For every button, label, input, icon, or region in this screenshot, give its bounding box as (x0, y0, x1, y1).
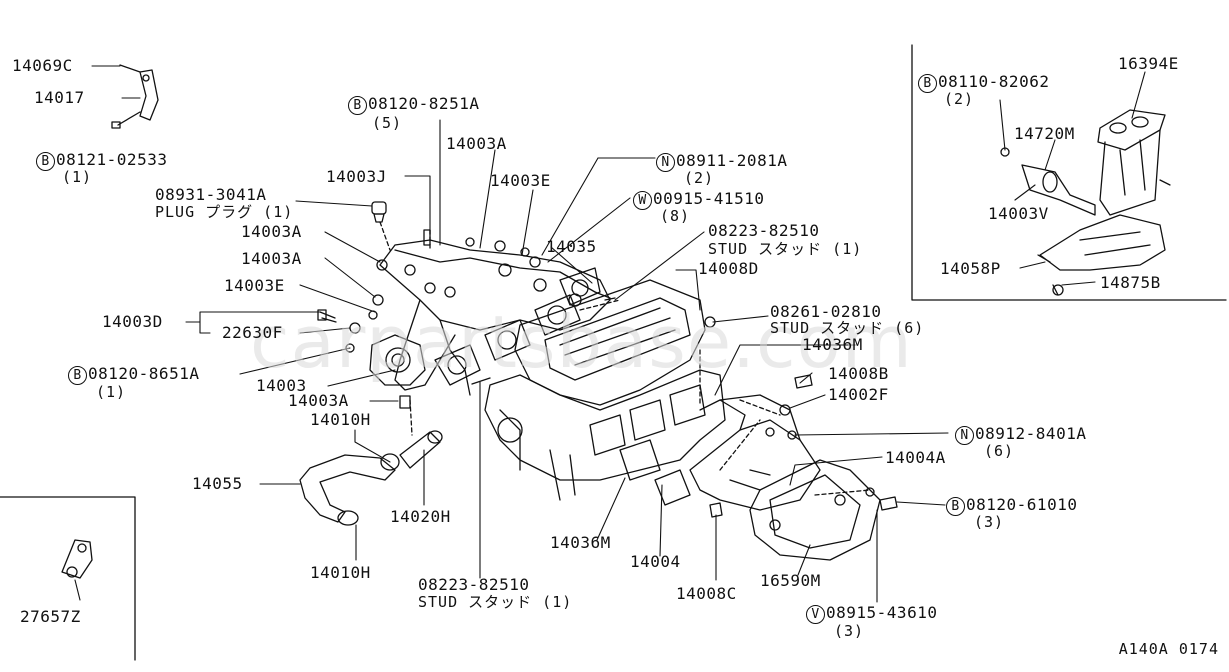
qty-00915: (8) (660, 207, 691, 225)
b-circle-icon: B (348, 96, 367, 115)
label-14020h[interactable]: 14020H (390, 507, 451, 526)
label-stud-bottom: STUD スタッド (1) (418, 593, 573, 611)
n-circle-icon: N (955, 426, 974, 445)
label-16590m[interactable]: 16590M (760, 571, 821, 590)
qty-08121: (1) (62, 168, 93, 186)
label-14003j[interactable]: 14003J (326, 167, 387, 186)
label-08223-82510-top[interactable]: 08223-82510 (708, 221, 820, 240)
qty-08120-8651a: (1) (96, 383, 127, 401)
label-22630f[interactable]: 22630F (222, 323, 283, 342)
label-14003a-3[interactable]: 14003A (241, 249, 302, 268)
v-circle-icon: V (806, 605, 825, 624)
label-08931-3041a[interactable]: 08931-3041A (155, 185, 267, 204)
manifold-ports-drawing (434, 267, 601, 386)
bracket-14017-drawing (111, 64, 159, 129)
label-08261-02810[interactable]: 08261-02810 (770, 302, 882, 321)
label-14003a-2[interactable]: 14003A (241, 222, 302, 241)
label-14003a-4[interactable]: 14003A (288, 391, 349, 410)
watermark-text: carpartsbase.com (250, 300, 913, 384)
qty-08915: (3) (834, 622, 865, 640)
label-08223-82510-bottom[interactable]: 08223-82510 (418, 575, 530, 594)
label-14008c[interactable]: 14008C (676, 584, 737, 603)
label-stud-6: STUD スタッド (6) (770, 319, 925, 337)
b-circle-icon: B (918, 74, 937, 93)
bracket-27657z-drawing (61, 539, 93, 579)
label-14008d[interactable]: 14008D (698, 259, 759, 278)
label-plug: PLUG プラグ (1) (155, 203, 294, 221)
label-14010h-bottom[interactable]: 14010H (310, 563, 371, 582)
b-circle-icon: B (946, 497, 965, 516)
label-27657z[interactable]: 27657Z (20, 607, 81, 626)
qty-08120-8251a: (5) (372, 114, 403, 132)
label-14008b[interactable]: 14008B (828, 364, 889, 383)
thermostat-housing-drawing (369, 334, 426, 386)
b-circle-icon: B (36, 152, 55, 171)
cylinder-head-drawing (484, 279, 726, 501)
drawing-reference: A140A 0174 (1118, 640, 1219, 658)
label-14004a[interactable]: 14004A (885, 448, 946, 467)
label-14069c[interactable]: 14069C (12, 56, 73, 75)
inset-frame-bottom-left (0, 496, 136, 661)
label-14010h-top[interactable]: 14010H (310, 410, 371, 429)
label-14036m-right[interactable]: 14036M (802, 335, 863, 354)
b-circle-icon: B (68, 366, 87, 385)
label-14055[interactable]: 14055 (192, 474, 243, 493)
label-14036m-bottom[interactable]: 14036M (550, 533, 611, 552)
assembly-guide-lines (379, 221, 871, 496)
leader-lines (74, 65, 1146, 603)
qty-08911: (2) (684, 169, 715, 187)
inset-frame-top-right (911, 44, 1227, 301)
water-hose-drawing (299, 453, 400, 526)
label-14003d[interactable]: 14003D (102, 312, 163, 331)
label-16394e[interactable]: 16394E (1118, 54, 1179, 73)
qty-08912: (6) (984, 442, 1015, 460)
label-14004[interactable]: 14004 (630, 552, 681, 571)
fasteners-drawing (317, 201, 898, 518)
label-14875b[interactable]: 14875B (1100, 273, 1161, 292)
label-14720m[interactable]: 14720M (1014, 124, 1075, 143)
label-stud-top: STUD スタッド (1) (708, 240, 863, 258)
label-14003e-top[interactable]: 14003E (490, 171, 551, 190)
label-14003v[interactable]: 14003V (988, 204, 1049, 223)
w-circle-icon: W (633, 191, 652, 210)
n-circle-icon: N (656, 153, 675, 172)
label-14003a-top[interactable]: 14003A (446, 134, 507, 153)
exhaust-manifold-drawing (619, 394, 881, 561)
label-14017[interactable]: 14017 (34, 88, 85, 107)
qty-08120-61010: (3) (974, 513, 1005, 531)
label-14003e-2[interactable]: 14003E (224, 276, 285, 295)
label-14058p[interactable]: 14058P (940, 259, 1001, 278)
label-14003[interactable]: 14003 (256, 376, 307, 395)
qty-08110: (2) (944, 90, 975, 108)
label-14035[interactable]: 14035 (546, 237, 597, 256)
inset-assembly-drawing (1000, 109, 1171, 296)
water-pipe-drawing (399, 399, 443, 469)
label-14002f[interactable]: 14002F (828, 385, 889, 404)
